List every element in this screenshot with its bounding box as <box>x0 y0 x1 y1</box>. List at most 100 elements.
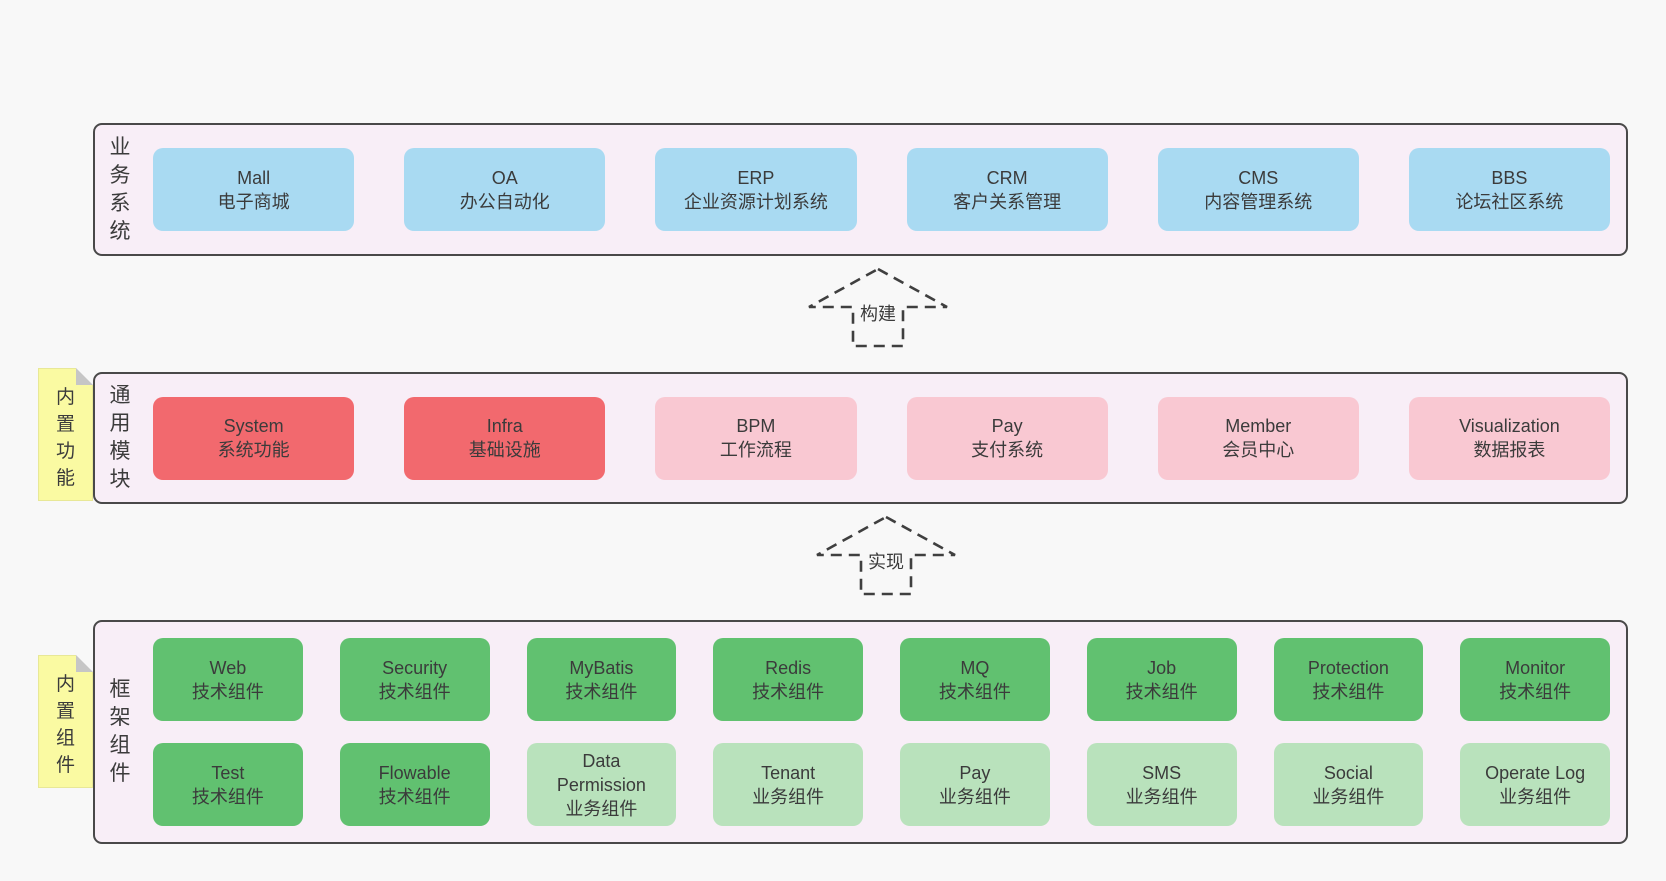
box-business-erp: ERP 企业资源计划系统 <box>655 148 857 231</box>
box-subtitle: 支付系统 <box>971 440 1044 460</box>
layer-business-systems: 业务系统 Mall 电子商城 OA 办公自动化 ERP 企业资源计划系统 CRM 客户关系管理… <box>93 123 1628 256</box>
box-business-mall: Mall 电子商城 <box>153 148 355 231</box>
sticky-note-text: 内置组件 <box>55 674 75 776</box>
box-title: Flowable <box>378 762 451 783</box>
box-title: Job <box>1147 657 1177 678</box>
box-components-sms: SMS 业务组件 <box>1086 743 1237 826</box>
box-subtitle: 企业资源计划系统 <box>683 191 828 212</box>
box-subtitle: 技术组件 <box>191 786 264 807</box>
box-title: Web <box>209 657 247 678</box>
box-title: Tenant <box>761 762 816 783</box>
box-components-mq: MQ 技术组件 <box>900 638 1050 721</box>
box-subtitle: 办公自动化 <box>459 191 550 212</box>
box-title: Redis <box>765 657 812 678</box>
box-business-crm: CRM 客户关系管理 <box>906 148 1108 231</box>
box-components-data-permission: Data Permission 业务组件 <box>526 743 677 826</box>
box-title: Member <box>1225 416 1292 436</box>
box-title: Operate Log <box>1485 762 1586 783</box>
box-title: BBS <box>1491 167 1528 188</box>
box-title: MyBatis <box>569 657 634 678</box>
box-components-flowable: Flowable 技术组件 <box>339 743 490 826</box>
box-components-monitor: Monitor 技术组件 <box>1460 638 1610 721</box>
box-subtitle: 业务组件 <box>1125 786 1198 807</box>
box-subtitle: 技术组件 <box>938 681 1011 702</box>
build-arrow-label: 构建 <box>857 300 899 326</box>
box-title: SMS <box>1142 762 1182 783</box>
box-subtitle: 电子商城 <box>217 191 290 212</box>
box-components-operate-log: Operate Log 业务组件 <box>1460 743 1610 826</box>
box-title: Social <box>1323 762 1373 783</box>
box-title: Protection <box>1307 657 1389 678</box>
box-subtitle: 业务组件 <box>1499 786 1572 807</box>
box-components-mybatis: MyBatis 技术组件 <box>526 638 677 721</box>
box-title: Security <box>382 657 448 678</box>
box-subtitle: 业务组件 <box>938 786 1011 807</box>
box-components-job: Job 技术组件 <box>1086 638 1237 721</box>
box-title: ERP <box>737 167 775 188</box>
box-title: Mall <box>237 167 271 188</box>
box-components-pay: Pay 业务组件 <box>900 743 1050 826</box>
box-title: Pay <box>991 416 1023 436</box>
box-title: MQ <box>960 657 990 678</box>
box-subtitle: 技术组件 <box>378 786 451 807</box>
box-subtitle: 技术组件 <box>378 681 451 702</box>
box-subtitle: 系统功能 <box>217 440 290 460</box>
box-subtitle: 技术组件 <box>1125 681 1198 702</box>
box-subtitle: 基础设施 <box>468 440 541 460</box>
box-components-web: Web 技术组件 <box>153 638 303 721</box>
box-subtitle: 客户关系管理 <box>953 191 1062 212</box>
box-subtitle: 业务组件 <box>565 798 638 819</box>
box-subtitle: 技术组件 <box>565 681 638 702</box>
box-subtitle: 技术组件 <box>191 681 264 702</box>
implement-arrow: 实现 <box>814 514 958 598</box>
box-title: Infra <box>486 416 523 436</box>
box-subtitle: 技术组件 <box>1312 681 1385 702</box>
build-arrow: 构建 <box>806 266 950 350</box>
box-subtitle: 业务组件 <box>752 786 825 807</box>
box-title: CRM <box>986 167 1028 188</box>
box-components-protection: Protection 技术组件 <box>1273 638 1424 721</box>
box-title: Data Permission <box>556 750 646 795</box>
box-components-redis: Redis 技术组件 <box>713 638 863 721</box>
box-modules-pay: Pay 支付系统 <box>906 396 1108 480</box>
box-components-test: Test 技术组件 <box>153 743 303 826</box>
dashed-up-arrow-icon <box>808 267 948 348</box>
box-title: System <box>223 416 284 436</box>
box-title: Monitor <box>1505 657 1566 678</box>
box-components-social: Social 业务组件 <box>1273 743 1424 826</box>
box-title: Test <box>211 762 245 783</box>
implement-arrow-label: 实现 <box>865 548 907 574</box>
box-title: OA <box>491 167 518 188</box>
box-title: BPM <box>736 416 776 436</box>
box-modules-system: System 系统功能 <box>153 396 355 480</box>
box-subtitle: 业务组件 <box>1312 786 1385 807</box>
layer-label-framework-components: 框架组件 <box>109 678 131 785</box>
box-subtitle: 技术组件 <box>1499 681 1572 702</box>
box-components-tenant: Tenant 业务组件 <box>713 743 863 826</box>
dashed-up-arrow-icon <box>816 515 956 596</box>
folded-corner-icon <box>76 655 93 672</box>
box-business-oa: OA 办公自动化 <box>404 148 606 231</box>
box-subtitle: 技术组件 <box>752 681 825 702</box>
box-title: Pay <box>959 762 991 783</box>
layer-label-common-modules: 通用模块 <box>109 384 131 491</box>
sticky-note-text: 内置功能 <box>55 387 75 489</box>
layer-label-business-systems: 业务系统 <box>109 135 131 243</box>
folded-corner-icon <box>76 368 93 385</box>
box-title: CMS <box>1238 167 1279 188</box>
sticky-note-builtin-features: 内置功能 <box>38 368 93 501</box>
sticky-note-builtin-components: 内置组件 <box>38 655 93 788</box>
